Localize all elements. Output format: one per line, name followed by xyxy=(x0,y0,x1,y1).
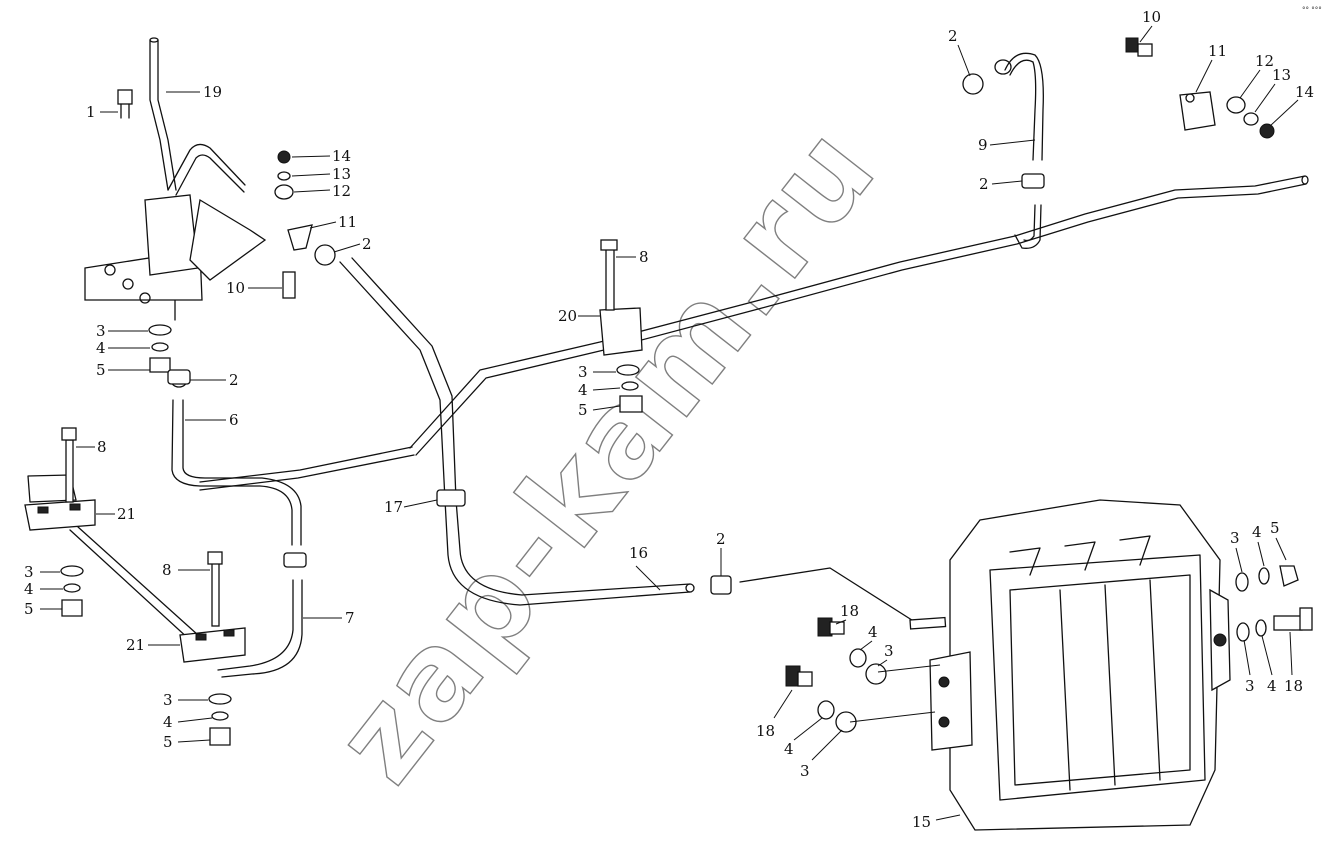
callout-18: 18 xyxy=(840,602,859,620)
callout-13: 13 xyxy=(1272,66,1291,84)
clamp-20 xyxy=(599,239,643,413)
callout-2: 2 xyxy=(362,235,372,253)
callout-10: 10 xyxy=(1142,8,1161,26)
callout-16: 16 xyxy=(629,544,648,562)
callout-11: 11 xyxy=(338,213,357,231)
callout-4: 4 xyxy=(868,623,878,641)
tube-6 xyxy=(171,399,415,546)
tube-16 xyxy=(739,567,947,630)
callout-3: 3 xyxy=(24,563,34,581)
callout-9: 9 xyxy=(978,136,988,154)
callout-3: 3 xyxy=(884,642,894,660)
tube-7 xyxy=(217,579,303,678)
callout-4: 4 xyxy=(1252,523,1262,541)
callout-14: 14 xyxy=(1295,83,1314,101)
callout-14: 14 xyxy=(332,147,351,165)
callout-3: 3 xyxy=(800,762,810,780)
callout-4: 4 xyxy=(24,580,34,598)
callout-17: 17 xyxy=(384,498,403,516)
callout-8: 8 xyxy=(639,248,649,266)
callout-5: 5 xyxy=(24,600,34,618)
fastener-stack-lower-left-a xyxy=(60,565,84,617)
callout-7: 7 xyxy=(345,609,355,627)
callout-4: 4 xyxy=(96,339,106,357)
leader-lines xyxy=(40,25,1299,821)
tank-fittings xyxy=(785,565,1313,733)
hose-clamps-2 xyxy=(167,73,1045,595)
callout-2: 2 xyxy=(948,27,958,45)
callout-3: 3 xyxy=(578,363,588,381)
callout-4: 4 xyxy=(1267,677,1277,695)
callout-6: 6 xyxy=(229,411,239,429)
callout-labels: 1 19 14 13 12 11 2 10 3 4 5 2 6 8 21 3 4… xyxy=(24,8,1314,831)
callout-4: 4 xyxy=(578,381,588,399)
callout-8: 8 xyxy=(97,438,107,456)
callout-5: 5 xyxy=(1270,519,1280,537)
corner-mark: °° °°° xyxy=(1302,6,1322,14)
clamp-group-a xyxy=(274,150,336,299)
clamp-21-upper xyxy=(24,427,199,641)
callout-4: 4 xyxy=(784,740,794,758)
fastener-stack-lower-left-b xyxy=(208,693,232,746)
callout-3: 3 xyxy=(96,322,106,340)
callout-21: 21 xyxy=(117,505,136,523)
callout-4: 4 xyxy=(163,713,173,731)
callout-12: 12 xyxy=(332,182,351,200)
callout-3: 3 xyxy=(1230,529,1240,547)
callout-18: 18 xyxy=(756,722,775,740)
tube-9 xyxy=(994,52,1044,249)
callout-2: 2 xyxy=(229,371,239,389)
bracket-upper-left xyxy=(84,194,267,304)
callout-5: 5 xyxy=(96,361,106,379)
callout-20: 20 xyxy=(558,307,577,325)
callout-18: 18 xyxy=(1284,677,1303,695)
callout-15: 15 xyxy=(912,813,931,831)
clamp-group-b xyxy=(1125,37,1275,139)
callout-3: 3 xyxy=(1245,677,1255,695)
watermark: zap-kam.ru xyxy=(308,100,903,807)
callout-11: 11 xyxy=(1208,42,1227,60)
bolt-1 xyxy=(117,89,133,119)
callout-5: 5 xyxy=(163,733,173,751)
callout-13: 13 xyxy=(332,165,351,183)
callout-2: 2 xyxy=(979,175,989,193)
tank-15 xyxy=(929,499,1231,831)
callout-3: 3 xyxy=(163,691,173,709)
tube-main-long xyxy=(409,175,1309,456)
callout-5: 5 xyxy=(578,401,588,419)
clamp-21-lower xyxy=(179,551,246,663)
callout-1: 1 xyxy=(86,103,96,121)
callout-2: 2 xyxy=(716,530,726,548)
callout-21: 21 xyxy=(126,636,145,654)
callout-10: 10 xyxy=(226,279,245,297)
callout-8: 8 xyxy=(162,561,172,579)
callout-19: 19 xyxy=(203,83,222,101)
callout-12: 12 xyxy=(1255,52,1274,70)
